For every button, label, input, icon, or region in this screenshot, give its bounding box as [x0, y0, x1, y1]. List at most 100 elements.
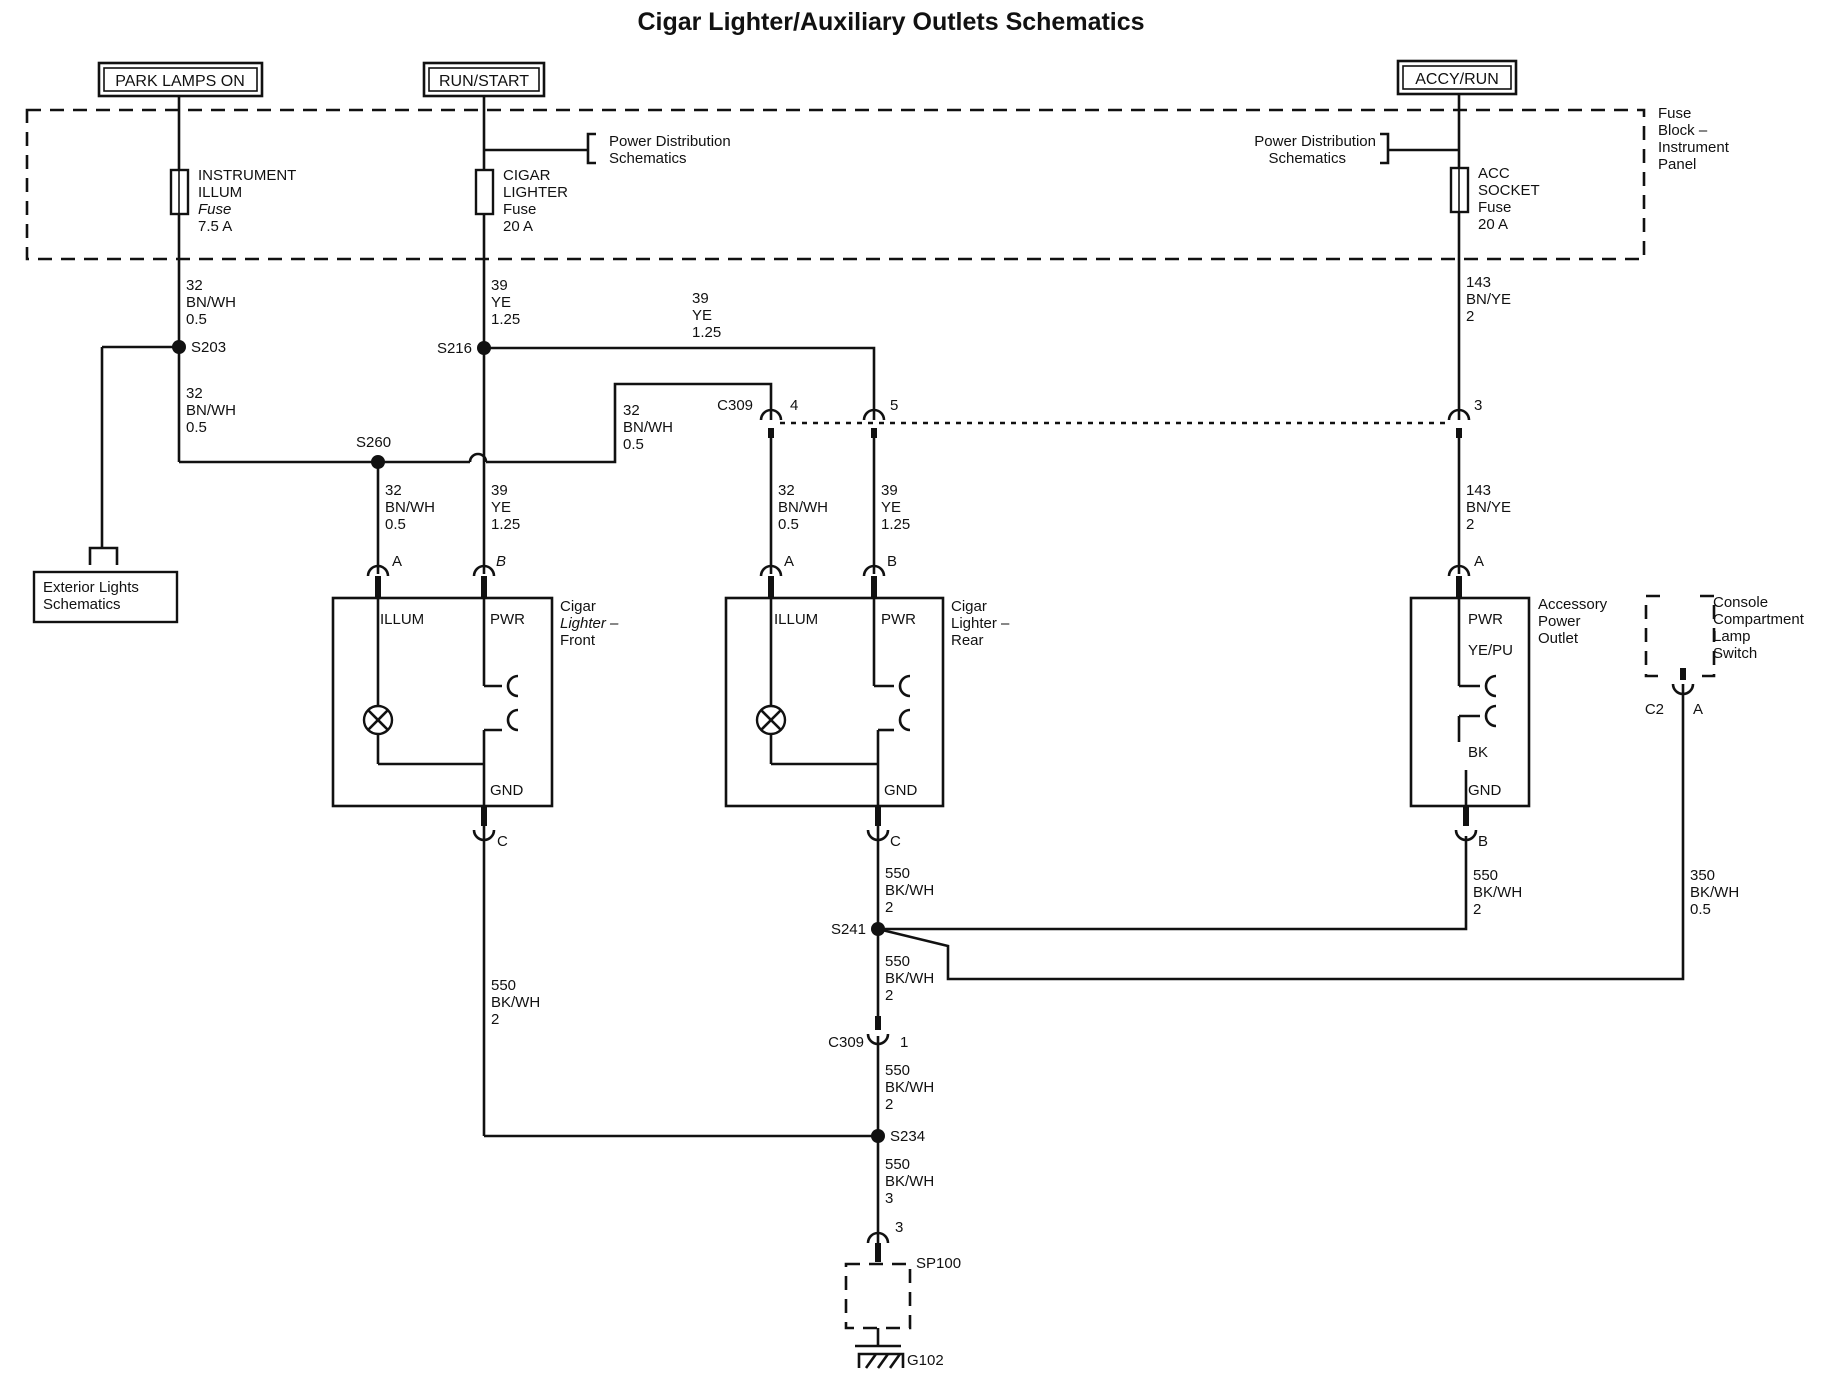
svg-text:32: 32: [778, 482, 795, 499]
splice-s234: [871, 1129, 885, 1143]
svg-text:550: 550: [885, 1156, 910, 1173]
svg-text:G102: G102: [907, 1352, 944, 1369]
wire-label-s203-above: 32 BN/WH 0.5: [186, 277, 236, 328]
svg-text:C: C: [890, 833, 901, 850]
svg-text:Panel: Panel: [1658, 156, 1696, 173]
splice-s241-label: S241: [831, 921, 866, 938]
svg-text:0.5: 0.5: [623, 436, 644, 453]
source-run-start: RUN/START: [422, 61, 546, 98]
svg-text:Fuse: Fuse: [1658, 105, 1691, 122]
svg-text:2: 2: [1473, 901, 1481, 918]
accessory-power-outlet: PWR YE/PU BK GND Accessory Power Outlet: [1409, 596, 1608, 808]
svg-text:SP100: SP100: [916, 1255, 961, 1272]
svg-text:Schematics: Schematics: [1268, 150, 1346, 167]
svg-text:7.5 A: 7.5 A: [198, 218, 232, 235]
svg-text:PWR: PWR: [1468, 611, 1503, 628]
svg-text:Block –: Block –: [1658, 122, 1708, 139]
svg-text:LIGHTER: LIGHTER: [503, 184, 568, 201]
cigar-lighter-front: ILLUM PWR GND Cigar Lighter – Front: [331, 596, 619, 808]
svg-text:SOCKET: SOCKET: [1478, 182, 1540, 199]
splice-s260-label: S260: [356, 434, 391, 451]
svg-text:550: 550: [885, 953, 910, 970]
svg-text:1.25: 1.25: [881, 516, 910, 533]
fuse-instrument-illum: INSTRUMENT ILLUM Fuse 7.5 A: [169, 167, 296, 235]
wire-label-s241-below: 550 BK/WH 2: [885, 953, 934, 1004]
console-compartment-lamp-switch: C2 A Console Compartment Lamp Switch: [1644, 594, 1805, 718]
svg-text:Power Distribution: Power Distribution: [609, 133, 731, 150]
svg-text:3: 3: [885, 1190, 893, 1207]
svg-text:Fuse: Fuse: [1478, 199, 1511, 216]
svg-text:YE: YE: [491, 294, 511, 311]
connector-aux-input: A: [1447, 553, 1484, 598]
svg-text:ACCY/RUN: ACCY/RUN: [1415, 71, 1499, 88]
wire-label-acc-below: 143 BN/YE 2: [1466, 482, 1511, 533]
svg-text:32: 32: [186, 385, 203, 402]
svg-text:350: 350: [1690, 867, 1715, 884]
svg-text:2: 2: [1466, 516, 1474, 533]
svg-text:550: 550: [1473, 867, 1498, 884]
svg-text:Power Distribution: Power Distribution: [1254, 133, 1376, 150]
svg-text:YE: YE: [692, 307, 712, 324]
svg-text:BK/WH: BK/WH: [1690, 884, 1739, 901]
source-park-lamps-on: PARK LAMPS ON: [97, 61, 264, 98]
svg-text:Instrument: Instrument: [1658, 139, 1730, 156]
svg-text:BN/WH: BN/WH: [186, 402, 236, 419]
svg-text:5: 5: [890, 397, 898, 414]
svg-text:Power: Power: [1538, 613, 1581, 630]
fuse-block-boundary: [25, 108, 1646, 261]
svg-text:YE/PU: YE/PU: [1468, 642, 1513, 659]
svg-text:3: 3: [895, 1219, 903, 1236]
wire-label-s234-below: 550 BK/WH 3: [885, 1156, 934, 1207]
wire-label-c309-lower: 550 BK/WH 2: [885, 1062, 934, 1113]
svg-text:32: 32: [385, 482, 402, 499]
wire-label-front-pwr: 39 YE 1.25: [491, 482, 520, 533]
svg-text:ILLUM: ILLUM: [380, 611, 424, 628]
splice-s241: [871, 922, 885, 936]
ground-g102: G102: [855, 1344, 944, 1369]
svg-text:Fuse: Fuse: [503, 201, 536, 218]
svg-text:B: B: [1478, 833, 1488, 850]
svg-text:PWR: PWR: [490, 611, 525, 628]
wire-label-acc-above: 143 BN/YE 2: [1466, 274, 1511, 325]
svg-text:2: 2: [885, 987, 893, 1004]
svg-text:Lamp: Lamp: [1713, 628, 1751, 645]
svg-text:Cigar: Cigar: [951, 598, 987, 615]
cigar-lighter-rear: ILLUM PWR GND Cigar Lighter – Rear: [724, 596, 1010, 808]
connector-front-inputs: A B: [366, 553, 506, 598]
svg-text:GND: GND: [884, 782, 918, 799]
wire-label-c309-bnwh-upper: 32 BN/WH 0.5: [623, 402, 673, 453]
svg-text:Rear: Rear: [951, 632, 984, 649]
svg-text:ILLUM: ILLUM: [198, 184, 242, 201]
wire-label-rear-illum: 32 BN/WH 0.5: [778, 482, 828, 533]
connector-c309-lower: C309 1: [828, 1016, 908, 1051]
svg-text:BN/YE: BN/YE: [1466, 499, 1511, 516]
svg-text:A: A: [1693, 701, 1703, 718]
svg-text:4: 4: [790, 397, 798, 414]
svg-text:YE: YE: [881, 499, 901, 516]
connector-rear-gnd: C: [866, 806, 901, 850]
svg-text:CIGAR: CIGAR: [503, 167, 551, 184]
svg-text:Lighter –: Lighter –: [951, 615, 1010, 632]
svg-text:Fuse: Fuse: [198, 201, 231, 218]
svg-text:Exterior Lights: Exterior Lights: [43, 579, 139, 596]
wire-label-aux-gnd: 550 BK/WH 2: [1473, 867, 1522, 918]
svg-text:1.25: 1.25: [491, 311, 520, 328]
wire-label-console: 350 BK/WH 0.5: [1690, 867, 1739, 918]
source-accy-run: ACCY/RUN: [1396, 59, 1518, 96]
svg-text:3: 3: [1474, 397, 1482, 414]
splice-s216-label: S216: [437, 340, 472, 357]
svg-text:A: A: [392, 553, 402, 570]
svg-text:YE: YE: [491, 499, 511, 516]
svg-text:BN/WH: BN/WH: [623, 419, 673, 436]
svg-text:143: 143: [1466, 482, 1491, 499]
svg-text:Outlet: Outlet: [1538, 630, 1579, 647]
wire-label-s203-below: 32 BN/WH 0.5: [186, 385, 236, 436]
svg-text:Front: Front: [560, 632, 596, 649]
fuse-acc-socket: ACC SOCKET Fuse 20 A: [1449, 165, 1540, 233]
connector-rear-inputs: A B: [759, 553, 897, 598]
svg-text:Console: Console: [1713, 594, 1768, 611]
svg-text:ILLUM: ILLUM: [774, 611, 818, 628]
lighter-element-icon: [506, 674, 519, 698]
splice-s203: [172, 340, 186, 354]
svg-text:39: 39: [692, 290, 709, 307]
